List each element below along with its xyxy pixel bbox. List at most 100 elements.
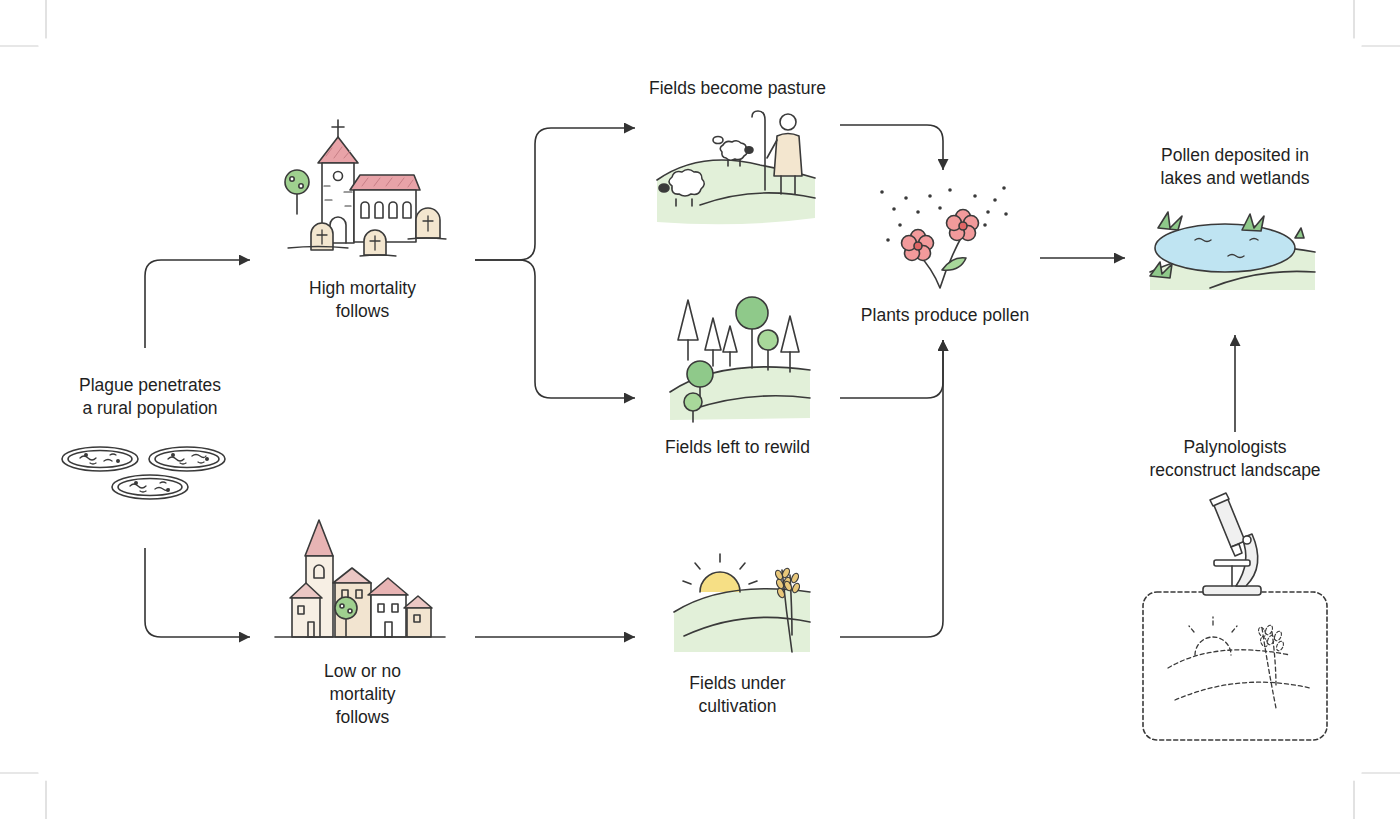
flowers-illustration-part (902, 210, 979, 261)
village-illustration-part (414, 615, 420, 622)
microscope-illustration-part-part (1257, 626, 1267, 638)
cultivation-illustration-part (674, 589, 810, 652)
pasture-illustration (657, 111, 815, 224)
pond-illustration-part (1158, 212, 1182, 230)
microscope-illustration-part-part (1262, 628, 1276, 708)
pond-illustration-part (1150, 262, 1172, 278)
flowers-illustration-part-part (938, 206, 942, 210)
land-use-step: Fields left to rewild (635, 292, 840, 462)
outcome-step: High mortality follows (250, 115, 475, 325)
village-illustration-part (378, 604, 384, 612)
land-use-step: Fields under cultivation (635, 552, 840, 722)
rewild-illustration (670, 297, 810, 422)
crop-marks-part (0, 45, 38, 46)
pasture-illustration-part (700, 193, 815, 205)
pasture-illustration-part (728, 160, 740, 166)
petri-dishes-part-part (168, 455, 206, 465)
microscope-illustration-part (1214, 560, 1250, 566)
flowers-illustration-part-part (986, 210, 990, 214)
church-illustration-part (370, 236, 380, 250)
village-illustration-part (404, 596, 432, 608)
flow-arrow (145, 260, 250, 348)
pond-illustration-part (1295, 228, 1304, 238)
rewild-illustration-part (789, 352, 791, 372)
church-illustration-part (288, 238, 446, 256)
flowers-illustration-part (942, 258, 966, 271)
petri-dishes-part-part (62, 447, 138, 471)
village-illustration-part (333, 568, 371, 583)
microscope-illustration (1143, 493, 1327, 740)
microscope-illustration-part-part (1195, 637, 1231, 655)
microscope-illustration-part (1168, 617, 1310, 708)
pasture-illustration-part (767, 140, 777, 158)
petri-dishes-part (112, 475, 188, 499)
church-illustration-part (364, 230, 386, 255)
pasture-illustration-part (659, 184, 669, 192)
step-label: Fields under cultivation (675, 672, 800, 718)
microscope-illustration-part-part (1175, 682, 1310, 700)
village-illustration-part (290, 583, 322, 598)
crop-marks-part (1362, 45, 1400, 46)
petri-dishes-part-part (172, 454, 174, 456)
flowers-illustration-part-part (916, 210, 920, 214)
church-illustration-part (318, 137, 358, 163)
flowers-illustration-part-part (993, 198, 997, 202)
village-illustration-part (335, 583, 371, 637)
pond-illustration-part (1210, 271, 1315, 288)
church-illustration-part (361, 202, 411, 218)
microscope-illustration-part (1143, 592, 1327, 740)
step-label: Fields become pasture (638, 77, 838, 100)
rewild-illustration-part (723, 326, 737, 352)
cultivation-illustration-part (683, 554, 757, 584)
church-illustration-part (285, 170, 309, 194)
flowers-illustration-part-part (880, 190, 884, 194)
church-illustration-part (299, 184, 303, 188)
microscope-illustration-part (1257, 624, 1285, 652)
land-use-step: Fields become pasture (635, 72, 840, 232)
pond-illustration-part (1155, 224, 1295, 272)
microscope-illustration-part-part (1273, 630, 1283, 642)
church-illustration-part (337, 120, 339, 138)
cultivation-illustration-part-part (790, 572, 800, 584)
flow-arrow (840, 340, 943, 398)
petri-dishes-part-part (167, 489, 169, 491)
crop-marks-part (0, 772, 38, 773)
cultivation-illustration (674, 554, 810, 652)
flowers-illustration-part (880, 186, 1008, 242)
rewild-illustration-part (687, 340, 689, 360)
rewild-illustration-part (729, 352, 731, 366)
flowers-illustration-part (914, 242, 922, 250)
pasture-illustration-part (745, 147, 753, 153)
flowers-illustration (880, 186, 1008, 288)
microscope-illustration-part-part (1189, 617, 1237, 632)
petri-dishes-part-part (68, 451, 132, 468)
cultivation-illustration-part (674, 589, 810, 612)
petri-dishes-part-part (117, 460, 119, 462)
rewild-illustration-part (705, 318, 721, 350)
petri-dishes-part-part (85, 454, 87, 456)
petri-dishes-part-part (118, 479, 182, 496)
start-step: Plague penetrates a rural population (55, 348, 245, 548)
cultivation-illustration-part-part (791, 582, 801, 594)
step-label: Plague penetrates a rural population (75, 374, 225, 420)
crop-marks-part (45, 781, 46, 819)
flowers-illustration-part-part (892, 207, 896, 211)
cultivation-illustration-part (782, 570, 792, 652)
pollen-step: Plants produce pollen (850, 170, 1040, 340)
village-illustration-part (340, 604, 344, 608)
flow-arrow (145, 548, 250, 637)
church-illustration-part (326, 147, 350, 158)
microscope-illustration-part (1243, 536, 1251, 544)
flow-arrow (1040, 257, 1125, 259)
step-label: High mortality follows (298, 277, 428, 323)
flowers-illustration-part-part (983, 223, 987, 227)
church-illustration-part (423, 216, 433, 231)
pond-illustration (1150, 212, 1315, 290)
petri-dishes-part-part (206, 458, 208, 460)
village-illustration-part (305, 520, 333, 556)
microscope-illustration-part (1203, 586, 1261, 595)
church-illustration-part (296, 192, 298, 214)
church-illustration-part (362, 178, 413, 187)
